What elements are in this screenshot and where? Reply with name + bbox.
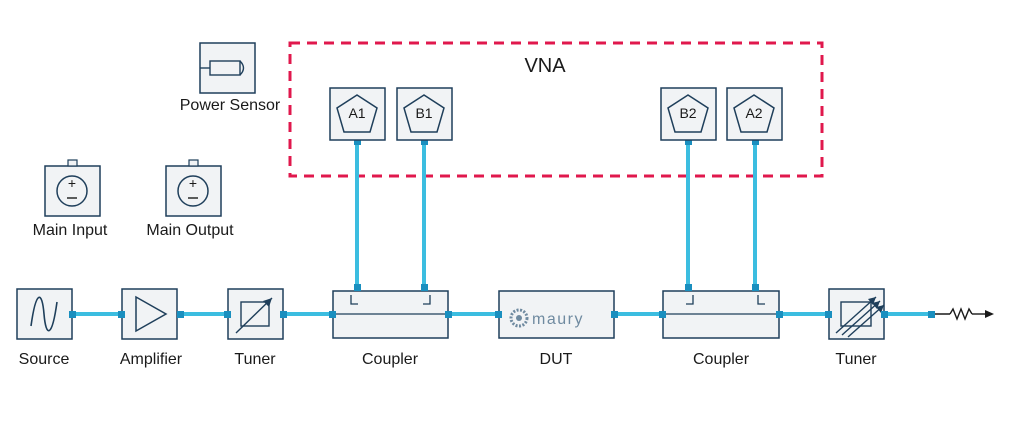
triangle-amplifier-icon [135, 295, 168, 333]
receiver-b1: B1 [396, 87, 453, 141]
dc-meter-icon [177, 175, 209, 207]
tuner-in-block [227, 288, 284, 340]
receiver-a1: A1 [329, 87, 386, 141]
svg-text:+: + [189, 175, 197, 191]
receiver-a2-label: A2 [745, 105, 762, 121]
power-sensor-icon [209, 60, 241, 76]
tuner-out-block [828, 288, 885, 340]
receiver-b2: B2 [660, 87, 717, 141]
main-output-symbol: + [165, 159, 222, 217]
main-output-label: Main Output [146, 222, 234, 239]
multi-arrow-tuner-icon [835, 296, 885, 338]
power-sensor-label: Power Sensor [179, 97, 281, 114]
source-label: Source [18, 351, 70, 368]
coupler-out-label: Coupler [692, 351, 750, 368]
receiver-b2-label: B2 [679, 105, 696, 121]
amplifier-block [121, 288, 178, 340]
svg-text:+: + [68, 175, 76, 191]
maury-logo-icon [509, 308, 529, 328]
tuner-out-label: Tuner [835, 351, 877, 368]
vna-title: VNA [524, 55, 566, 77]
amplifier-label: Amplifier [119, 351, 183, 368]
coupler-in-label: Coupler [361, 351, 419, 368]
sine-wave-icon [30, 296, 58, 332]
source-block [16, 288, 73, 340]
port-markers [69, 138, 935, 318]
coupler-links [355, 143, 757, 287]
dc-meter-icon [56, 175, 88, 207]
receiver-b1-label: B1 [415, 105, 432, 121]
coupler-in-block [332, 290, 449, 339]
dut-label: DUT [539, 351, 573, 368]
resistor-load-icon [932, 307, 994, 321]
main-input-label: Main Input [32, 222, 108, 239]
power-sensor-symbol [199, 42, 256, 94]
receiver-a2: A2 [726, 87, 783, 141]
dut-logo-text: maury [532, 311, 584, 328]
receiver-a1-label: A1 [348, 105, 365, 121]
vna-boundary [288, 41, 824, 178]
main-input-symbol: + [44, 159, 101, 217]
coupler-out-block [662, 290, 780, 339]
dut-block: maury [498, 290, 615, 339]
tuner-in-label: Tuner [234, 351, 276, 368]
